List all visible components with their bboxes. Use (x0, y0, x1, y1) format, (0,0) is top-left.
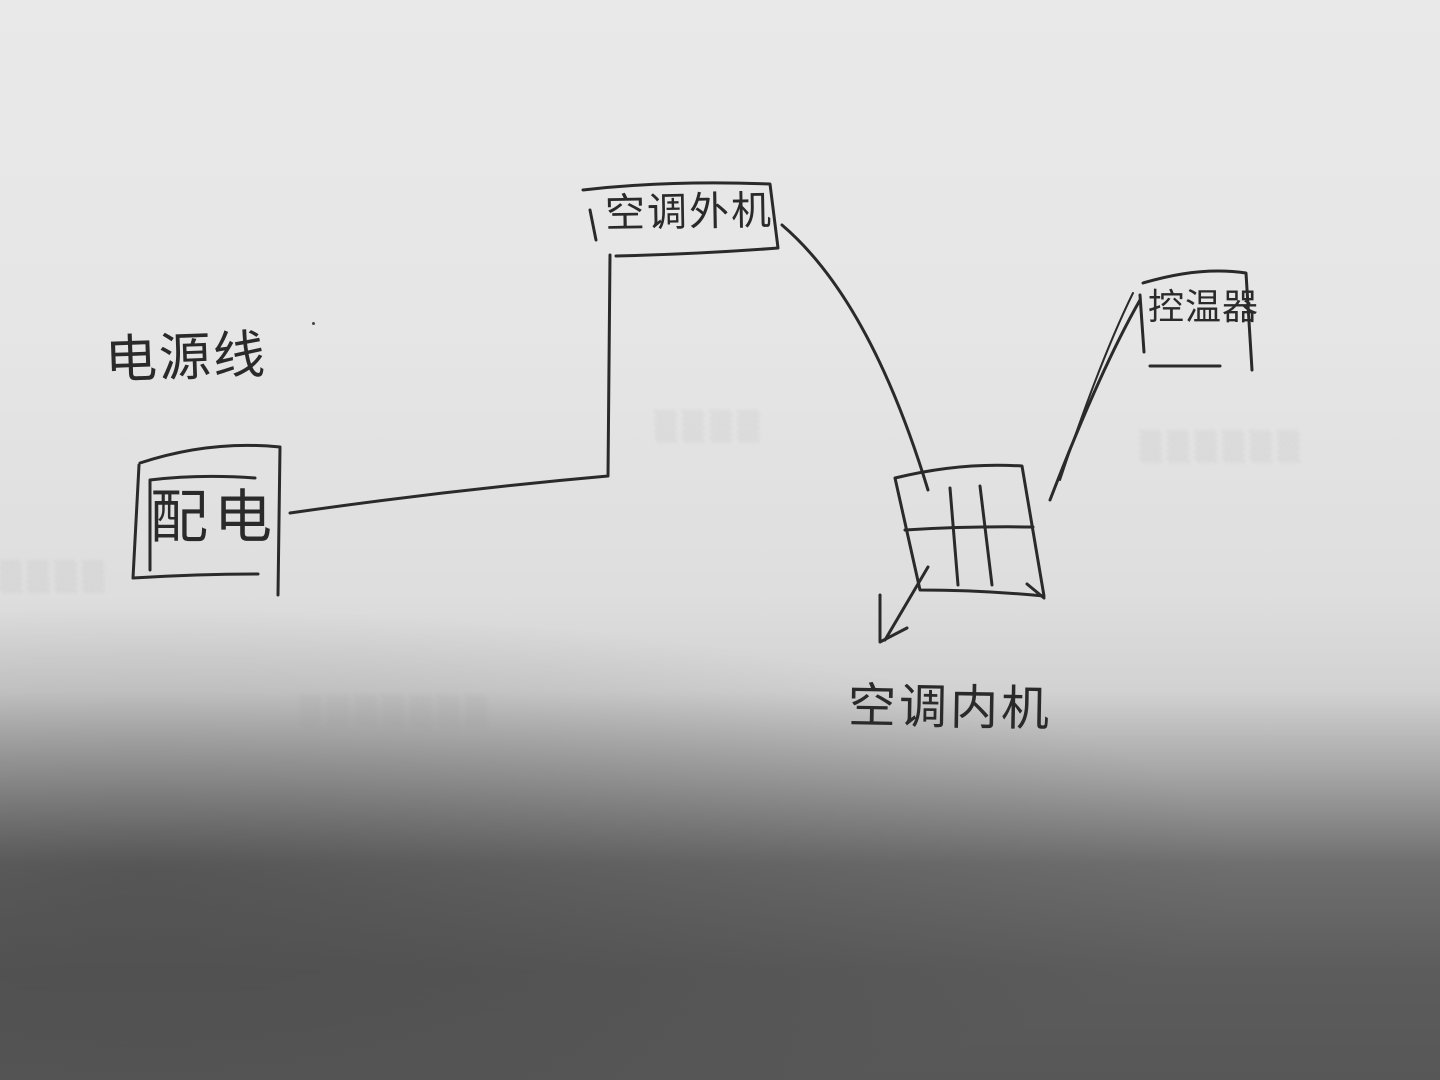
controller-label: 控温器 (1148, 287, 1260, 328)
controller-box-bottom (1138, 293, 1222, 368)
indoor-unit-divider (978, 484, 994, 587)
outdoor-unit-box-left (588, 208, 598, 242)
distribution-box-outer (138, 443, 282, 597)
controller-wire (1048, 298, 1142, 502)
outdoor-unit-box (581, 181, 780, 258)
bleed-through-text: ▒▒▒▒ (655, 410, 766, 443)
controller-wire (1059, 292, 1134, 481)
bleed-through-text: ▒▒▒▒▒▒ (1140, 430, 1306, 463)
indoor-unit-label: 空调内机 (847, 678, 1053, 738)
indoor-arrow-shaft (883, 565, 930, 642)
indoor-unit-divider (948, 486, 960, 587)
indoor-unit-divider (903, 525, 1035, 532)
bleed-through-text: ▒▒▒▒ (0, 560, 111, 593)
distribution-box-outer-left (131, 463, 260, 580)
distribution-box-heading: 电源线 (103, 325, 268, 391)
controller-box (1141, 269, 1254, 372)
bleed-through-text: ▒▒▒▒▒▒▒ (300, 695, 493, 728)
outdoor-unit-label: 空调外机 (604, 188, 774, 237)
distribution-box-label: 配电 (150, 483, 279, 551)
stray-ink-dot (312, 322, 315, 325)
refrigerant-line (780, 223, 930, 492)
distribution-box-inner (148, 474, 257, 572)
power-cable (288, 253, 612, 515)
indoor-unit-box (893, 463, 1046, 598)
indoor-unit-corner (1025, 582, 1046, 600)
indoor-arrow-head (878, 593, 909, 644)
